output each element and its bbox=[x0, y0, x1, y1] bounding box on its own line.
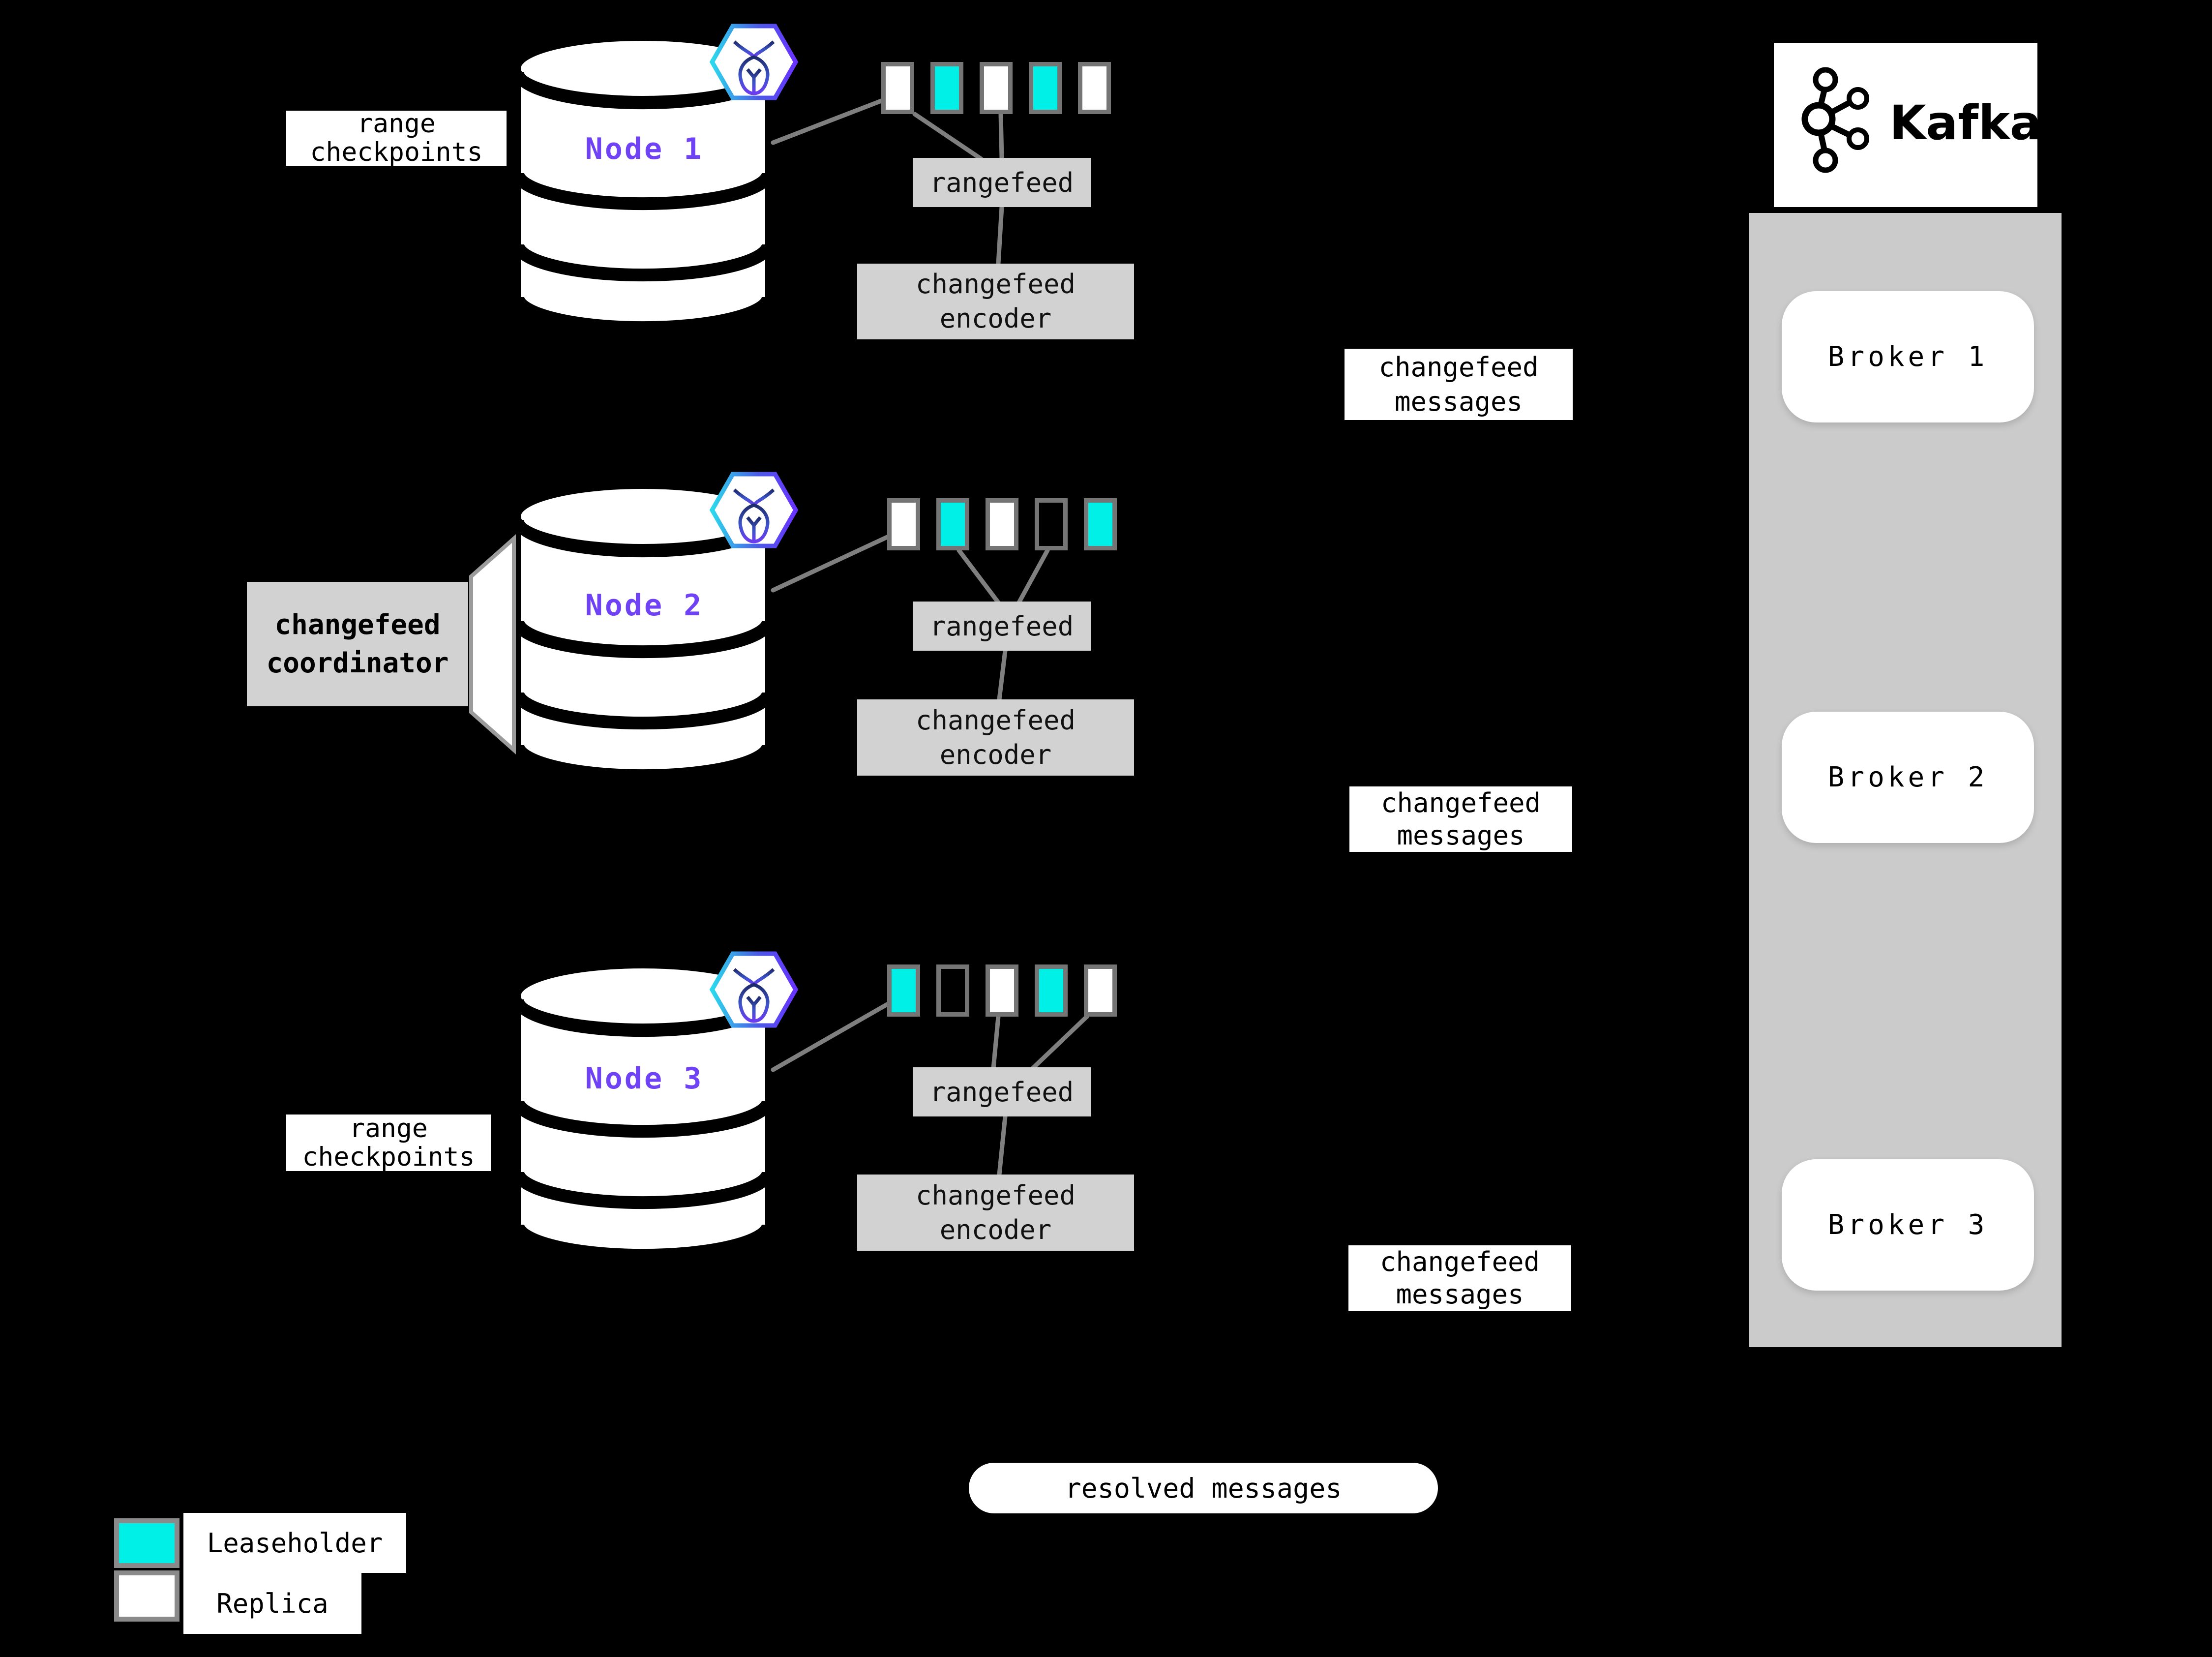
label-line: messages bbox=[1397, 819, 1525, 851]
node3-encoder-box: changefeed encoder bbox=[857, 1175, 1134, 1251]
coordinator-megaphone-shape bbox=[469, 534, 516, 754]
broker-2: Broker 2 bbox=[1782, 712, 2034, 843]
range-cell bbox=[1084, 964, 1117, 1017]
node3-range-row bbox=[887, 964, 1117, 1017]
label-line: changefeed bbox=[1379, 1246, 1540, 1277]
range-cell bbox=[936, 964, 969, 1017]
broker-3: Broker 3 bbox=[1782, 1159, 2034, 1291]
label-line: messages bbox=[1396, 1278, 1524, 1310]
resolved-messages-pill: resolved messages bbox=[969, 1463, 1438, 1513]
changefeed-messages-label-3: changefeed messages bbox=[1348, 1245, 1571, 1311]
cockroachdb-hexagon-icon bbox=[709, 24, 799, 100]
legend-replica-swatch bbox=[114, 1570, 179, 1622]
range-cell bbox=[1035, 498, 1068, 550]
node2-label: Node 2 bbox=[585, 588, 704, 623]
range-cell bbox=[986, 498, 1018, 550]
node3-rangefeed-box: rangefeed bbox=[913, 1067, 1091, 1116]
legend-replica-label: Replica bbox=[183, 1573, 361, 1634]
encoder-line2: encoder bbox=[939, 1214, 1052, 1245]
legend-leaseholder-label: Leaseholder bbox=[183, 1513, 406, 1573]
range-cell bbox=[887, 498, 920, 550]
range-cell bbox=[1035, 964, 1068, 1017]
range-cell bbox=[980, 62, 1013, 114]
changefeed-messages-label-1: changefeed messages bbox=[1345, 349, 1573, 420]
coordinator-line2: coordinator bbox=[266, 647, 449, 679]
label-line: range bbox=[357, 109, 436, 139]
range-cell bbox=[1029, 62, 1062, 114]
encoder-line1: changefeed bbox=[915, 1179, 1076, 1211]
label-line: messages bbox=[1394, 386, 1523, 417]
node2-encoder-box: changefeed encoder bbox=[857, 699, 1134, 776]
node3-label: Node 3 bbox=[585, 1061, 704, 1096]
node1-encoder-box: changefeed encoder bbox=[857, 264, 1134, 339]
node1-database-cylinder bbox=[511, 35, 775, 334]
encoder-line1: changefeed bbox=[915, 269, 1076, 300]
legend-leaseholder-swatch bbox=[114, 1518, 179, 1568]
node1-range-row bbox=[881, 62, 1111, 114]
kafka-logo-icon bbox=[1801, 67, 1869, 173]
encoder-line2: encoder bbox=[939, 739, 1052, 770]
label-line: changefeed bbox=[1378, 351, 1539, 383]
range-cell bbox=[936, 498, 969, 550]
range-cell bbox=[887, 964, 920, 1017]
range-checkpoints-label-bottom: range checkpoints bbox=[286, 1113, 491, 1172]
range-checkpoints-label-top: range checkpoints bbox=[286, 109, 507, 167]
node1-label: Node 1 bbox=[585, 132, 704, 166]
cockroachdb-hexagon-icon bbox=[709, 472, 799, 548]
node1-rangefeed-box: rangefeed bbox=[913, 158, 1091, 207]
cockroachdb-hexagon-icon bbox=[709, 951, 799, 1028]
node2-rangefeed-box: rangefeed bbox=[913, 602, 1091, 651]
changefeed-messages-label-2: changefeed messages bbox=[1349, 786, 1572, 852]
range-cell bbox=[1084, 498, 1117, 550]
label-line: checkpoints bbox=[302, 1142, 475, 1172]
range-cell bbox=[986, 964, 1018, 1017]
node2-database-cylinder bbox=[511, 483, 775, 783]
changefeed-coordinator-box: changefeed coordinator bbox=[247, 582, 468, 706]
node2-range-row bbox=[887, 498, 1117, 550]
range-cell bbox=[881, 62, 914, 114]
label-line: range bbox=[349, 1113, 428, 1144]
label-line: checkpoints bbox=[310, 137, 483, 167]
encoder-line1: changefeed bbox=[915, 704, 1076, 736]
range-cell bbox=[930, 62, 963, 114]
label-line: changefeed bbox=[1380, 787, 1541, 818]
encoder-line2: encoder bbox=[939, 303, 1052, 334]
range-cell bbox=[1078, 62, 1111, 114]
kafka-wordmark: Kafka bbox=[1889, 95, 2042, 151]
coordinator-line1: changefeed bbox=[274, 608, 441, 641]
broker-1: Broker 1 bbox=[1782, 291, 2034, 422]
